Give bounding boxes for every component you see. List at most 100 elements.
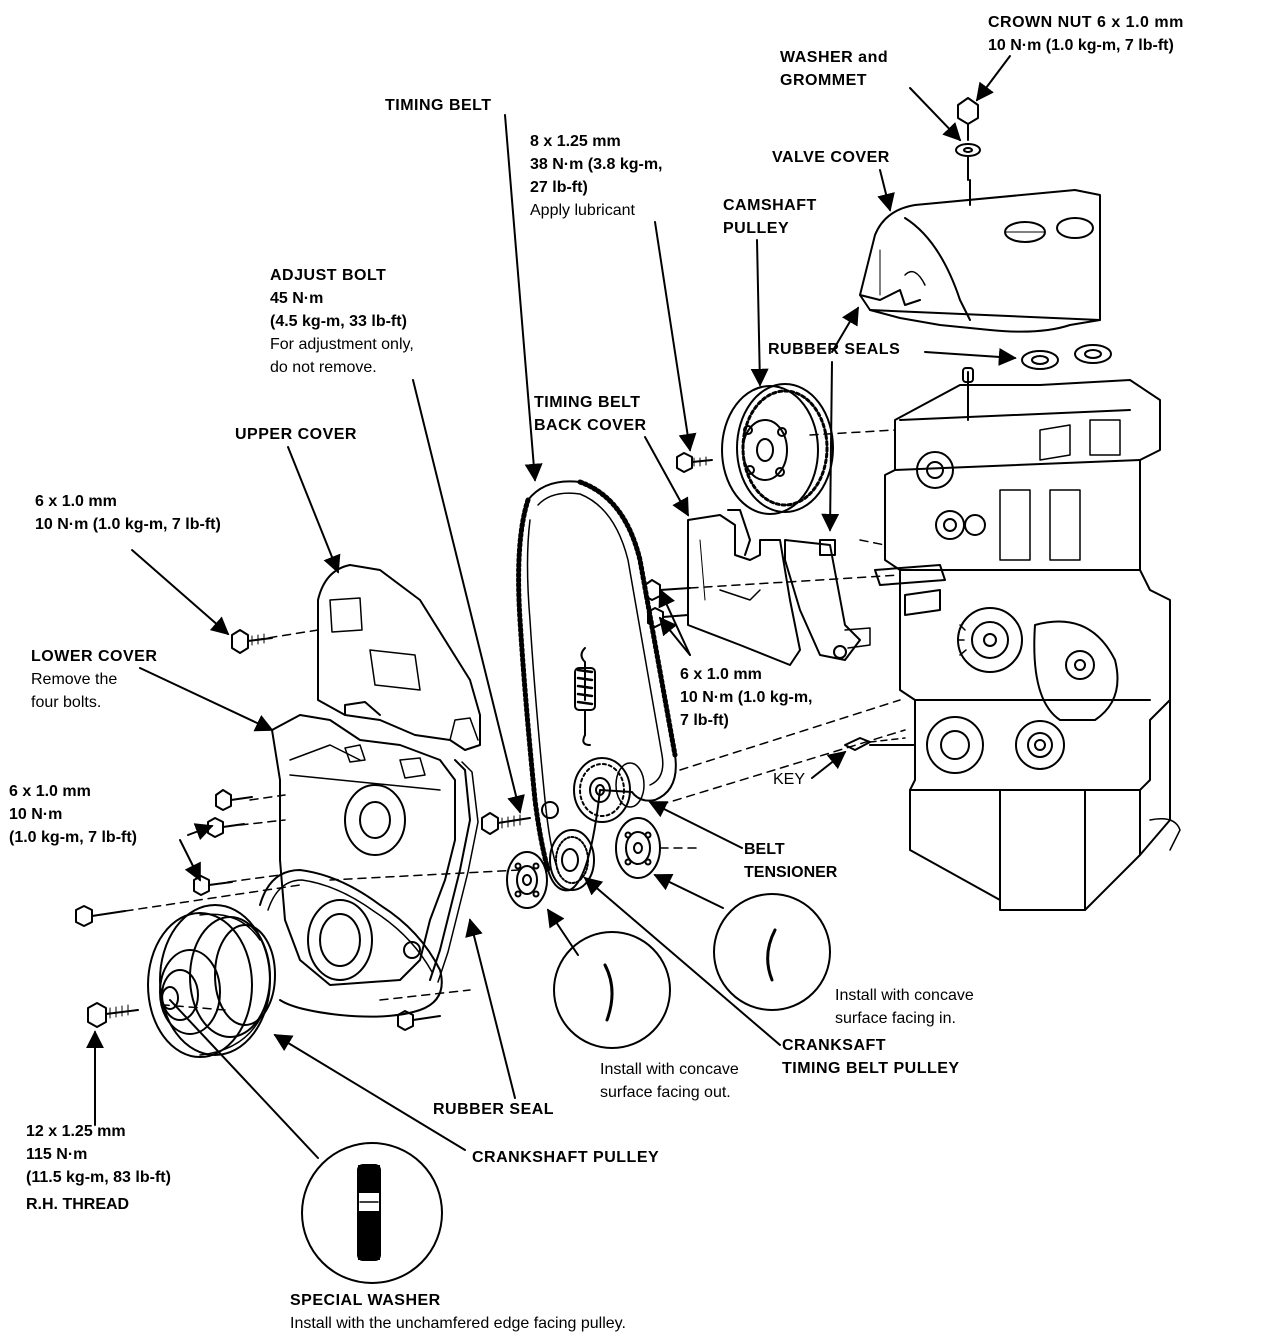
lower-bolt-label: 6 x 1.0 mm 10 N·m (1.0 kg-m, 7 lb-ft) [9,780,137,849]
washer-grommet-line1: WASHER and [780,49,889,66]
crank-bolt-spec1: 115 N·m [26,1146,88,1163]
lower-cover-bolts [75,789,441,1031]
crown-nut-title: CROWN NUT 6 x 1.0 mm [988,14,1184,31]
special-washer-label: SPECIAL WASHER Install with the unchamfe… [290,1289,626,1335]
crankshaft-pulley [147,904,276,1058]
tensioner-washer [615,817,701,879]
crank-bolt-thread: R.H. THREAD [26,1196,130,1213]
concave-out-line1: Install with concave [600,1061,739,1078]
upper-bolt-spec: 10 N·m (1.0 kg-m, 7 lb-ft) [35,516,221,533]
crown-nut-label: CROWN NUT 6 x 1.0 mm 10 N·m (1.0 kg-m, 7… [988,11,1184,57]
crank-guide-washer [506,851,548,909]
adjust-bolt-label: ADJUST BOLT 45 N·m (4.5 kg-m, 33 lb-ft) … [270,264,414,379]
cam-bolt-size: 8 x 1.25 mm [530,133,621,150]
lower-bolt-spec2: (1.0 kg-m, 7 lb-ft) [9,829,138,846]
key-title: KEY [773,771,806,788]
crankshaft-timing-pulley-label: CRANKSAFT TIMING BELT PULLEY [782,1034,960,1080]
lower-cover-title: LOWER COVER [31,648,158,665]
crankshaft-pulley-bolt [87,1002,139,1028]
washer-grommet-label: WASHER and GROMMET [780,46,888,92]
belt-tensioner [573,757,645,823]
valve-cover-label: VALVE COVER [772,146,890,169]
timing-belt-title: TIMING BELT [385,97,492,114]
back-cover-bolt-spec1: 10 N·m (1.0 kg-m, [680,689,813,706]
crown-nut [957,97,979,141]
leader-arrows [86,55,1017,1159]
washer-grommet [955,143,981,181]
upper-cover [254,564,481,751]
engine-block [869,367,1181,911]
crankshaft-timing-belt-pulley [541,801,595,891]
key [844,737,906,751]
detail-concave-out [553,931,671,1049]
valve-cover-title: VALVE COVER [772,149,890,166]
lower-cover-label: LOWER COVER Remove the four bolts. [31,645,157,714]
timing-belt-label: TIMING BELT [385,94,492,117]
upper-bolt-size: 6 x 1.0 mm [35,493,117,510]
upper-bolt-label: 6 x 1.0 mm 10 N·m (1.0 kg-m, 7 lb-ft) [35,490,221,536]
back-cover-line2: BACK COVER [534,417,647,434]
adjust-bolt-note2: do not remove. [270,359,377,376]
lower-bolt-size: 6 x 1.0 mm [9,783,91,800]
rubber-seal-title: RUBBER SEAL [433,1101,555,1118]
crank-timing-pulley-line2: TIMING BELT PULLEY [782,1060,960,1077]
adjust-bolt-spec2: (4.5 kg-m, 33 lb-ft) [270,313,407,330]
timing-belt [516,479,678,892]
concave-in-line2: surface facing in. [835,1010,956,1027]
lower-cover-note2: four bolts. [31,694,102,711]
detail-special-washer [301,1142,443,1284]
rubber-seals [1021,344,1112,370]
key-label: KEY [773,768,805,791]
lower-cover-note1: Remove the [31,671,118,688]
rubber-seals-title: RUBBER SEALS [768,341,901,358]
camshaft-pulley-line2: PULLEY [723,220,790,237]
belt-tensioner-line2: TENSIONER [744,864,838,881]
cam-bolt-spec1: 38 N·m (3.8 kg-m, [530,156,663,173]
upper-cover-label: UPPER COVER [235,423,357,446]
rubber-seals-label: RUBBER SEALS [768,338,900,361]
crank-bolt-size: 12 x 1.25 mm [26,1123,126,1140]
crank-bolt-label: 12 x 1.25 mm 115 N·m (11.5 kg-m, 83 lb-f… [26,1120,171,1216]
washer-grommet-line2: GROMMET [780,72,868,89]
crankshaft-pulley-label: CRANKSHAFT PULLEY [472,1146,659,1169]
adjust-bolt [481,812,531,835]
lower-bolt-spec1: 10 N·m [9,806,63,823]
belt-tensioner-label: BELT TENSIONER [744,838,837,884]
concave-in-line1: Install with concave [835,987,974,1004]
back-cover-bolt-spec2: 7 lb-ft) [680,712,729,729]
lower-cover [227,714,479,1018]
adjust-bolt-title: ADJUST BOLT [270,267,387,284]
concave-in-label: Install with concave surface facing in. [835,984,974,1030]
cam-bolt-note: Apply lubricant [530,202,635,219]
crank-bolt-spec2: (11.5 kg-m, 83 lb-ft) [26,1169,171,1186]
tensioner-spring [574,647,596,746]
back-cover-bolt-label: 6 x 1.0 mm 10 N·m (1.0 kg-m, 7 lb-ft) [680,663,812,732]
cam-bolt-label: 8 x 1.25 mm 38 N·m (3.8 kg-m, 27 lb-ft) … [530,130,662,222]
camshaft-pulley-label: CAMSHAFT PULLEY [723,194,817,240]
special-washer-title: SPECIAL WASHER [290,1292,441,1309]
timing-belt-back-cover [687,509,886,666]
back-cover-bolts [644,574,901,628]
timing-belt-back-cover-label: TIMING BELT BACK COVER [534,391,647,437]
camshaft-pulley-line1: CAMSHAFT [723,197,817,214]
crank-timing-pulley-line1: CRANKSAFT [782,1037,887,1054]
back-cover-bolt-size: 6 x 1.0 mm [680,666,762,683]
detail-concave-in [713,893,831,1011]
upper-cover-title: UPPER COVER [235,426,357,443]
camshaft-pulley-bolt [676,452,713,473]
cam-bolt-spec2: 27 lb-ft) [530,179,588,196]
adjust-bolt-note1: For adjustment only, [270,336,414,353]
crankshaft-pulley-title: CRANKSHAFT PULLEY [472,1149,660,1166]
rubber-seal-label: RUBBER SEAL [433,1098,554,1121]
camshaft-pulley [721,383,896,515]
upper-cover-bolt [231,629,273,654]
valve-cover [859,179,1101,333]
concave-out-label: Install with concave surface facing out. [600,1058,739,1104]
back-cover-line1: TIMING BELT [534,394,641,411]
concave-out-line2: surface facing out. [600,1084,731,1101]
belt-tensioner-line1: BELT [744,841,785,858]
crown-nut-spec: 10 N·m (1.0 kg-m, 7 lb-ft) [988,37,1174,54]
special-washer-note: Install with the unchamfered edge facing… [290,1315,626,1332]
